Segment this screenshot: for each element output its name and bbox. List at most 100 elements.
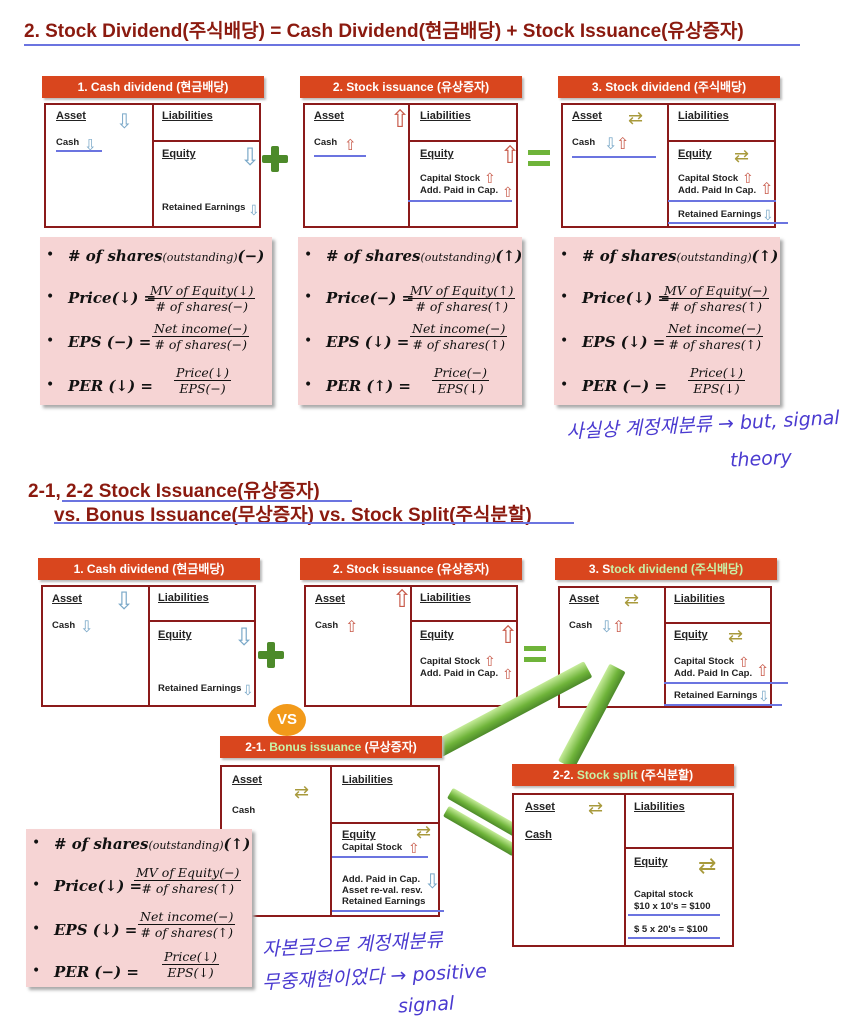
ink-underline [628, 914, 720, 916]
price-text: Price [68, 289, 112, 307]
divider [152, 103, 154, 228]
mv-equity: MV of Equity [410, 283, 494, 298]
mv-equity: MV of Equity [664, 283, 748, 298]
asset-label: Asset [569, 593, 599, 605]
swap-arrow-icon: ⇄ [416, 822, 432, 842]
denominator-change: (↑) [487, 299, 508, 314]
asset-label: Asset [314, 110, 344, 122]
cash-label: Cash [315, 620, 339, 631]
denominator-change: (↑) [213, 881, 234, 896]
price-text: Price [582, 289, 626, 307]
swap-arrow-icon: ⇄ [734, 146, 750, 166]
n-shares: # of shares [415, 299, 488, 314]
net-income: Net income [154, 321, 228, 336]
split-after: $ 5 x 20's = $100 [634, 924, 708, 935]
up-arrow-icon: ⇧ [345, 619, 359, 636]
numerator-change: (−) [213, 909, 234, 924]
plus-icon [262, 146, 288, 172]
ink-underline [314, 155, 366, 157]
price-num: Price [690, 365, 723, 380]
price-num: Price [176, 365, 209, 380]
ink-underline [664, 704, 782, 706]
capital-stock-label: Capital Stock [420, 173, 481, 184]
divider [664, 622, 772, 624]
outstanding-text: (outstanding) [676, 251, 752, 264]
up-arrow-icon: ⇧ [498, 622, 519, 649]
n-shares: # of shares [669, 299, 742, 314]
numerator-change: (−) [219, 865, 240, 880]
bullet: • [32, 835, 41, 851]
up-arrow-icon: ⇧ [344, 137, 357, 154]
capital-stock-label: Capital Stock [342, 842, 403, 853]
per-change: (↑) = [366, 377, 411, 395]
equals-icon [524, 646, 546, 651]
up-arrow-icon: ⇧ [738, 654, 750, 670]
shares-text: # of shares [54, 835, 149, 853]
mv-equity: MV of Equity [136, 865, 220, 880]
price-lhs: Price(↓) = [54, 877, 142, 895]
price-change: (−) = [369, 289, 415, 307]
add-paid-in-cap-label: Add. Paid in Cap. [420, 185, 499, 196]
denominator-change: (↑) [740, 337, 761, 352]
title-underline [62, 500, 352, 502]
add-paid-in-cap-label: Add. Paid In Cap. [678, 185, 757, 196]
per-fraction: Price(↓)EPS(−) [174, 365, 232, 396]
numerator-change: (−) [747, 283, 768, 298]
divider [624, 793, 626, 947]
title-underline [54, 522, 574, 524]
swap-arrow-icon: ⇄ [698, 853, 717, 878]
header-stock-split: 2-2. Stock split (주식분할) [512, 764, 734, 786]
denominator-change: (↑) [741, 299, 762, 314]
shares-lhs: # of shares(outstanding)(↑) [582, 247, 778, 265]
price-change: (↓) = [97, 877, 143, 895]
bullet: • [304, 377, 313, 393]
down-arrow-icon: ⇩ [84, 137, 97, 154]
header-text: (무상증자) [361, 740, 417, 754]
price-change: (↓) = [111, 289, 157, 307]
capital-stock-label: Capital Stock [420, 656, 481, 667]
eps-lhs: EPS (−) = [68, 333, 151, 351]
formula-panel-stock-dividend: • # of shares(outstanding)(↑) • Price(↓)… [554, 237, 780, 405]
bullet: • [32, 963, 41, 979]
down-arrow-icon: ⇩ [234, 624, 255, 651]
denominator-change: (↓) [719, 381, 740, 396]
per-text: PER [582, 377, 618, 395]
eps-text: EPS [326, 333, 360, 351]
title-underline [24, 44, 800, 46]
down-arrow-icon: ⇩ [114, 588, 135, 615]
section1-title: 2. Stock Dividend(주식배당) = Cash Dividend(… [24, 21, 744, 42]
denominator-change: (−) [227, 299, 248, 314]
swap-arrow-icon: ⇄ [728, 626, 744, 646]
eps-change: (↓) = [620, 333, 666, 351]
bullet: • [32, 877, 41, 893]
price-num: Price [164, 949, 197, 964]
up-arrow-icon: ⇧ [502, 666, 514, 682]
swap-arrow-icon: ⇄ [588, 798, 604, 818]
numerator-change: (−) [227, 321, 248, 336]
down-arrow-icon: ⇩ [600, 619, 614, 636]
asset-label: Asset [56, 110, 86, 122]
retained-earnings-label: Retained Earnings [674, 690, 758, 701]
equity-label: Equity [158, 629, 192, 641]
per-lhs: PER (−) = [582, 377, 667, 395]
plus-icon [258, 642, 284, 668]
price-text: Price [54, 877, 98, 895]
capital-stock-label: Capital Stock [678, 173, 739, 184]
divider [408, 140, 518, 142]
formula-panel-stock-issuance: • # of shares(outstanding)(↑) • Price(−)… [298, 237, 522, 405]
divider [667, 103, 669, 228]
shares-change: (↑) [495, 247, 523, 265]
down-arrow-icon: ⇩ [116, 111, 133, 133]
shares-text: # of shares [582, 247, 677, 265]
eps-den: EPS [179, 381, 206, 396]
numerator-change: (−) [466, 365, 488, 380]
asset-label: Asset [232, 774, 262, 786]
ink-underline [56, 150, 102, 152]
eps-lhs: EPS (↓) = [54, 921, 137, 939]
per-fraction: Price(↓)EPS(↓) [162, 949, 220, 980]
divider [408, 103, 410, 228]
equity-label: Equity [342, 829, 376, 841]
divider [152, 140, 261, 142]
per-lhs: PER (−) = [54, 963, 139, 981]
liabilities-label: Liabilities [634, 801, 685, 813]
